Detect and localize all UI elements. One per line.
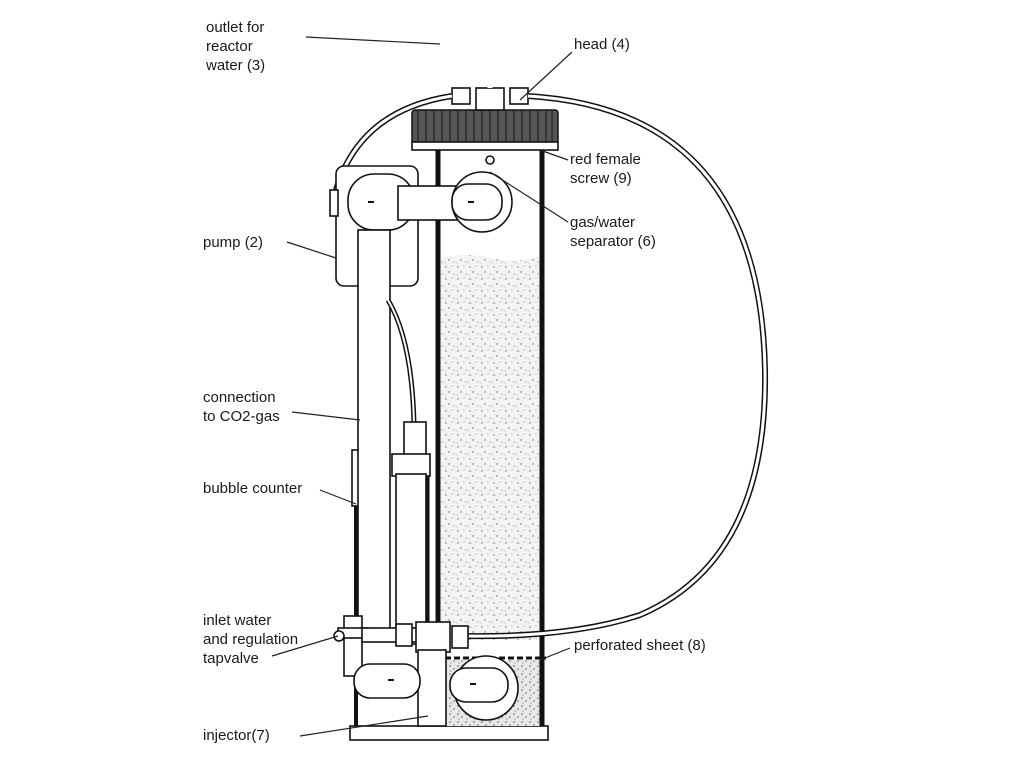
- label-bubble-counter: bubble counter: [203, 480, 303, 497]
- media-fill: [441, 255, 540, 640]
- injector: [353, 621, 469, 727]
- base-plate: [349, 725, 549, 741]
- label-perforated-sheet: perforated sheet (8): [574, 637, 706, 654]
- label-head: head (4): [574, 36, 630, 53]
- riser-pipe: [357, 229, 391, 641]
- separator: [368, 171, 513, 233]
- label-injector: injector(7): [203, 727, 270, 744]
- label-inlet: inlet water and regulation tapvalve: [203, 612, 299, 667]
- pump-outlet-pipe: [397, 185, 461, 221]
- bottom-return: [449, 655, 519, 721]
- label-co2-connection: connection to CO2-gas: [203, 389, 280, 425]
- co2-line: [385, 298, 417, 425]
- label-pump: pump (2): [203, 234, 264, 251]
- label-outlet: outlet for reactor water (3): [206, 19, 266, 74]
- head-fittings: [440, 41, 529, 111]
- inlet-valve: [333, 615, 421, 677]
- inner-tube: [395, 473, 427, 645]
- head-cap: [411, 109, 559, 165]
- leader-lines: [271, 36, 573, 737]
- label-separator: gas/water separator (6): [570, 214, 656, 250]
- label-red-screw: red female screw (9): [570, 151, 641, 187]
